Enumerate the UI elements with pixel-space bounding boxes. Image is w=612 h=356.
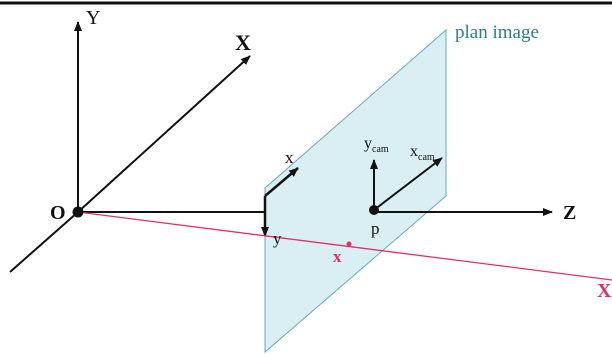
image-plane bbox=[264, 28, 447, 354]
origin-point bbox=[72, 206, 84, 218]
image-y-label: y bbox=[273, 229, 282, 248]
cam-x-axis-arrow bbox=[373, 157, 443, 211]
cam-x-label: xcam bbox=[410, 143, 435, 163]
x-axis-label: X bbox=[235, 30, 251, 55]
cam-x-label-sub: cam bbox=[418, 152, 435, 163]
cam-y-label: ycam bbox=[364, 135, 389, 155]
projected-point-label: x bbox=[333, 247, 342, 266]
z-axis-label: Z bbox=[563, 202, 576, 224]
origin-label: O bbox=[50, 202, 66, 224]
y-axis-label: Y bbox=[86, 7, 100, 29]
plane-label: plan image bbox=[455, 22, 539, 43]
projection-ray bbox=[77, 211, 612, 281]
x-axis-back-extension bbox=[9, 211, 79, 273]
principal-point-label: p bbox=[371, 219, 380, 238]
x-axis-arrow bbox=[77, 55, 251, 213]
cam-x-label-base: x bbox=[410, 143, 418, 160]
image-x-label: x bbox=[285, 148, 294, 167]
cam-y-label-base: y bbox=[364, 135, 372, 152]
cam-y-label-sub: cam bbox=[372, 144, 389, 155]
world-point-label: X bbox=[597, 280, 612, 302]
image-x-axis-arrow bbox=[264, 167, 299, 197]
principal-point bbox=[369, 205, 379, 215]
projected-point-dot bbox=[346, 241, 352, 247]
